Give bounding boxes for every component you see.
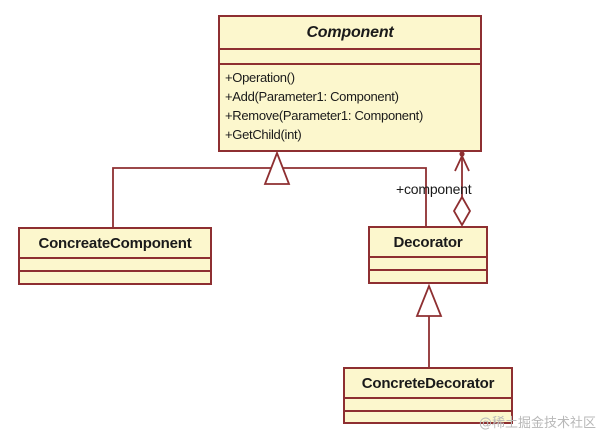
watermark-text: @稀土掘金技术社区 xyxy=(479,416,597,431)
class-box-concrete-decorator: ConcreteDecorator xyxy=(343,367,513,424)
aggregation-diamond-icon xyxy=(452,195,472,227)
open-arrowhead-icon xyxy=(454,153,470,172)
class-name: ConcreteDecorator xyxy=(345,369,511,399)
class-name: Component xyxy=(220,17,480,50)
association-role-label: +component xyxy=(396,181,472,197)
method: +GetChild(int) xyxy=(225,127,302,142)
methods-compartment: +Operation() +Add(Parameter1: Component)… xyxy=(220,65,480,144)
generalization-arrowhead-icon xyxy=(415,283,443,317)
methods-compartment xyxy=(20,272,210,275)
method: +Remove(Parameter1: Component) xyxy=(225,108,424,123)
association-anchor-dot-icon xyxy=(459,151,465,157)
attributes-compartment xyxy=(220,50,480,65)
class-box-component: Component +Operation() +Add(Parameter1: … xyxy=(218,15,482,152)
method: +Operation() xyxy=(225,70,295,85)
class-name: ConcreateComponent xyxy=(20,229,210,259)
class-box-concreate-component: ConcreateComponent xyxy=(18,227,212,285)
generalization-line-concretedecorator-to-decorator xyxy=(415,283,443,367)
class-box-decorator: Decorator xyxy=(368,226,488,284)
attributes-compartment xyxy=(20,259,210,272)
generalization-arrowhead-icon xyxy=(263,150,291,185)
attributes-compartment xyxy=(370,258,486,271)
class-name: Decorator xyxy=(370,228,486,258)
methods-compartment xyxy=(370,271,486,274)
generalization-line-to-component xyxy=(112,167,427,227)
attributes-compartment xyxy=(345,399,511,412)
method: +Add(Parameter1: Component) xyxy=(225,89,399,104)
